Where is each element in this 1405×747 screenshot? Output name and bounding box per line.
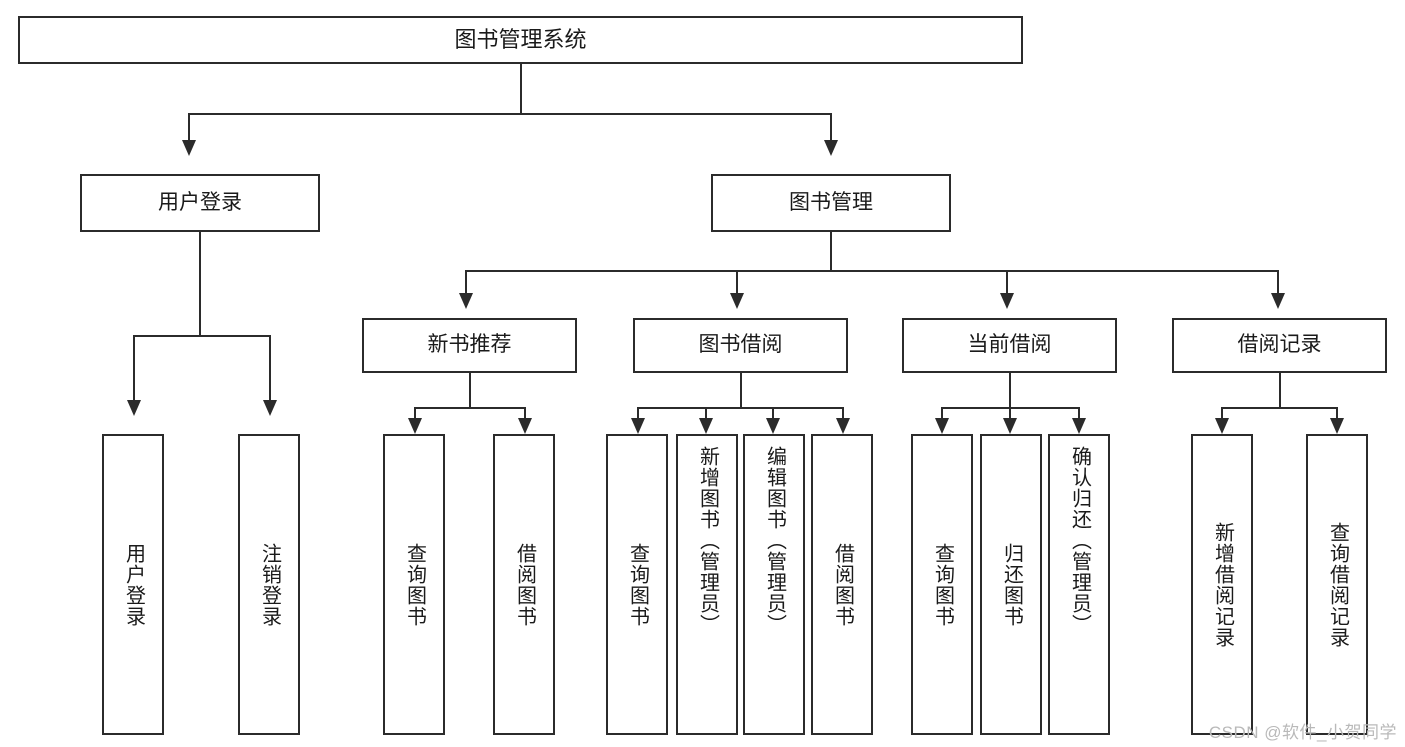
arrowhead-borrow-record — [1271, 293, 1285, 309]
node-label: 新增借阅记录 — [1211, 521, 1234, 648]
connector-borrow-record-bus — [1221, 407, 1338, 409]
arrowhead-book-borrow — [730, 293, 744, 309]
connector-to-book-borrow — [736, 270, 738, 296]
leaf-borrow-book-1[interactable]: 借阅图书 — [493, 434, 555, 735]
node-book-manage[interactable]: 图书管理 — [711, 174, 951, 232]
connector-to-current-borrow — [1006, 270, 1008, 296]
leaf-query-book-1[interactable]: 查询图书 — [383, 434, 445, 735]
node-new-book-recommend[interactable]: 新书推荐 — [362, 318, 577, 373]
leaf-add-record[interactable]: 新增借阅记录 — [1191, 434, 1253, 735]
connector-bb-drop-2 — [705, 407, 707, 421]
node-label: 查询图书 — [931, 542, 954, 627]
node-label: 新书推荐 — [427, 333, 512, 357]
arrowhead-leaf-borrow-book-2 — [836, 418, 850, 434]
leaf-query-book-2[interactable]: 查询图书 — [606, 434, 668, 735]
connector-cb-drop-3 — [1078, 407, 1080, 421]
connector-nbr-left-drop — [414, 407, 416, 421]
node-label: 用户登录 — [122, 542, 145, 627]
connector-book-manage-stem — [830, 232, 832, 271]
node-current-borrow[interactable]: 当前借阅 — [902, 318, 1117, 373]
arrowhead-user-login — [182, 140, 196, 156]
connector-new-book-recommend-bus — [414, 407, 526, 409]
connector-root-bus — [188, 113, 832, 115]
csdn-watermark: CSDN @软件_小贺同学 — [1208, 723, 1397, 742]
node-borrow-record[interactable]: 借阅记录 — [1172, 318, 1387, 373]
connector-bb-drop-4 — [842, 407, 844, 421]
node-label: 查询借阅记录 — [1326, 521, 1349, 648]
node-label: 注销登录 — [258, 542, 281, 627]
connector-br-left-drop — [1221, 407, 1223, 421]
connector-user-login-bus — [133, 335, 271, 337]
arrowhead-leaf-edit-book — [766, 418, 780, 434]
connector-book-borrow-stem — [740, 373, 742, 408]
node-user-login[interactable]: 用户登录 — [80, 174, 320, 232]
leaf-add-book[interactable]: 新增图书（管理员） — [676, 434, 738, 735]
node-label: 当前借阅 — [967, 333, 1052, 357]
connector-br-right-drop — [1336, 407, 1338, 421]
connector-user-login-right-drop — [269, 335, 271, 403]
node-label: 图书借阅 — [698, 333, 783, 357]
connector-current-borrow-stem — [1009, 373, 1011, 408]
leaf-query-book-3[interactable]: 查询图书 — [911, 434, 973, 735]
connector-book-manage-bus — [465, 270, 1279, 272]
connector-borrow-record-stem — [1279, 373, 1281, 408]
leaf-user-login[interactable]: 用户登录 — [102, 434, 164, 735]
connector-new-book-recommend-stem — [469, 373, 471, 408]
node-label: 编辑图书（管理员） — [763, 446, 786, 635]
arrowhead-leaf-confirm-return — [1072, 418, 1086, 434]
connector-to-new-book-recommend — [465, 270, 467, 296]
arrowhead-leaf-return-book — [1003, 418, 1017, 434]
node-label: 借阅图书 — [513, 542, 536, 627]
node-label: 归还图书 — [1000, 542, 1023, 627]
connector-bb-drop-3 — [772, 407, 774, 421]
node-label: 借阅图书 — [831, 542, 854, 627]
arrowhead-leaf-query-book-3 — [935, 418, 949, 434]
node-label: 借阅记录 — [1237, 333, 1322, 357]
node-label: 确认归还（管理员） — [1068, 446, 1091, 635]
node-label: 图书管理系统 — [454, 27, 587, 53]
arrowhead-leaf-query-book-1 — [408, 418, 422, 434]
connector-root-to-book-manage — [830, 113, 832, 143]
node-label: 查询图书 — [626, 542, 649, 627]
connector-bb-drop-1 — [637, 407, 639, 421]
connector-cb-drop-1 — [941, 407, 943, 421]
arrowhead-leaf-query-book-2 — [631, 418, 645, 434]
leaf-return-book[interactable]: 归还图书 — [980, 434, 1042, 735]
arrowhead-new-book-recommend — [459, 293, 473, 309]
connector-user-login-left-drop — [133, 335, 135, 403]
leaf-edit-book[interactable]: 编辑图书（管理员） — [743, 434, 805, 735]
connector-root-to-user-login — [188, 113, 190, 143]
arrowhead-leaf-borrow-book-1 — [518, 418, 532, 434]
arrowhead-leaf-add-record — [1215, 418, 1229, 434]
connector-user-login-stem — [199, 232, 201, 336]
node-label: 用户登录 — [158, 190, 242, 214]
arrowhead-leaf-add-book — [699, 418, 713, 434]
node-root-system[interactable]: 图书管理系统 — [18, 16, 1023, 64]
connector-nbr-right-drop — [524, 407, 526, 421]
connector-root-stem — [520, 64, 522, 114]
node-label: 新增图书（管理员） — [696, 446, 719, 635]
leaf-confirm-return[interactable]: 确认归还（管理员） — [1048, 434, 1110, 735]
arrowhead-leaf-user-login — [127, 400, 141, 416]
arrowhead-book-manage — [824, 140, 838, 156]
arrowhead-leaf-query-record — [1330, 418, 1344, 434]
leaf-borrow-book-2[interactable]: 借阅图书 — [811, 434, 873, 735]
connector-cb-drop-2 — [1009, 407, 1011, 421]
arrowhead-leaf-logout-login — [263, 400, 277, 416]
connector-to-borrow-record — [1277, 270, 1279, 296]
node-label: 查询图书 — [403, 542, 426, 627]
arrowhead-current-borrow — [1000, 293, 1014, 309]
node-label: 图书管理 — [789, 190, 873, 214]
node-book-borrow[interactable]: 图书借阅 — [633, 318, 848, 373]
leaf-query-record[interactable]: 查询借阅记录 — [1306, 434, 1368, 735]
connector-book-borrow-bus — [637, 407, 844, 409]
leaf-logout-login[interactable]: 注销登录 — [238, 434, 300, 735]
